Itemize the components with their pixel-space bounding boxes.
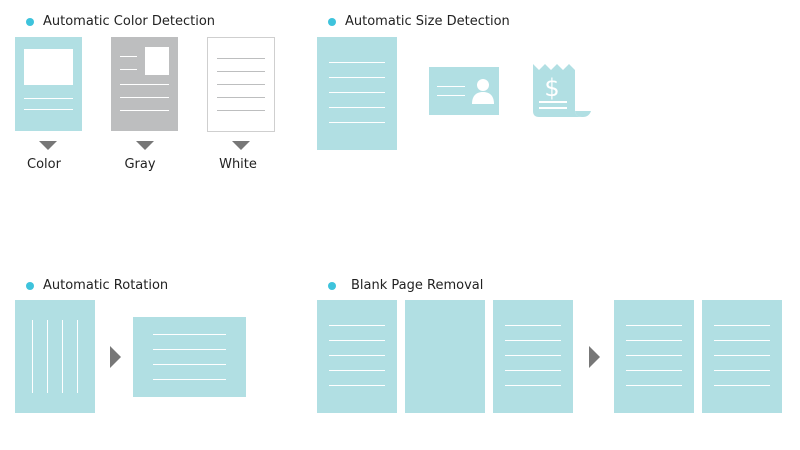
text-line [32,320,33,393]
text-line [505,370,561,371]
text-line [120,110,169,111]
text-line [329,92,385,93]
size-detection-heading: Automatic Size Detection [328,14,510,29]
text-line [329,385,385,386]
bullet-dot-icon [328,17,336,26]
text-line [505,325,561,326]
gray-caption: Gray [124,157,156,172]
blank-removal-heading: Blank Page Removal [328,278,483,293]
text-line [120,97,169,98]
corrected-document [133,317,246,397]
text-line [329,340,385,341]
size-detection-title: Automatic Size Detection [345,14,510,29]
text-line [437,95,465,96]
text-line [120,56,137,57]
page-document [702,300,782,413]
blank-page-document [405,300,485,413]
arrow-down-icon [39,141,57,150]
text-line [217,97,265,98]
dollar-sign-icon: $ [544,74,559,102]
color-caption: Color [27,157,61,172]
text-line [217,110,265,111]
text-line [329,77,385,78]
id-card-document [429,67,499,115]
text-line [329,370,385,371]
text-line [120,69,137,70]
letter-document [317,37,397,150]
photo-block [145,47,169,75]
text-line [714,385,770,386]
text-line [505,355,561,356]
text-line [714,370,770,371]
text-line [505,340,561,341]
text-line [626,370,682,371]
text-line [153,334,226,335]
text-line [626,355,682,356]
text-line [329,122,385,123]
gray-document [111,37,178,131]
text-line [217,71,265,72]
text-line [329,107,385,108]
bullet-dot-icon [26,17,34,26]
arrow-right-icon [110,346,121,368]
text-line [714,325,770,326]
blank-removal-title: Blank Page Removal [351,278,484,293]
text-line [329,325,385,326]
rotation-heading: Automatic Rotation [26,278,168,293]
text-line [626,385,682,386]
color-document [15,37,82,131]
text-line [505,385,561,386]
text-line [24,98,73,99]
text-line [217,84,265,85]
text-line [626,325,682,326]
text-line [714,340,770,341]
color-detection-title: Automatic Color Detection [43,14,216,29]
color-detection-heading: Automatic Color Detection [26,14,215,29]
text-line [62,320,63,393]
person-icon [472,79,494,104]
photo-block [24,49,73,85]
text-line [120,84,169,85]
text-line [153,364,226,365]
page-document [493,300,573,413]
white-caption: White [219,157,257,172]
text-line [329,62,385,63]
text-line [77,320,78,393]
receipt-document: $ [533,64,591,117]
text-line [24,109,73,110]
arrow-right-icon [589,346,600,368]
text-line [329,355,385,356]
text-line [714,355,770,356]
text-line [437,86,465,87]
rotation-title: Automatic Rotation [43,278,169,293]
text-line [153,349,226,350]
text-line [153,379,226,380]
page-document [614,300,694,413]
arrow-down-icon [232,141,250,150]
rotated-document [15,300,95,413]
text-line [626,340,682,341]
svg-text:$: $ [544,74,559,102]
text-line [47,320,48,393]
bullet-dot-icon [328,281,336,290]
arrow-down-icon [136,141,154,150]
text-line [217,58,265,59]
bullet-dot-icon [26,281,34,290]
page-document [317,300,397,413]
white-document [207,37,275,132]
